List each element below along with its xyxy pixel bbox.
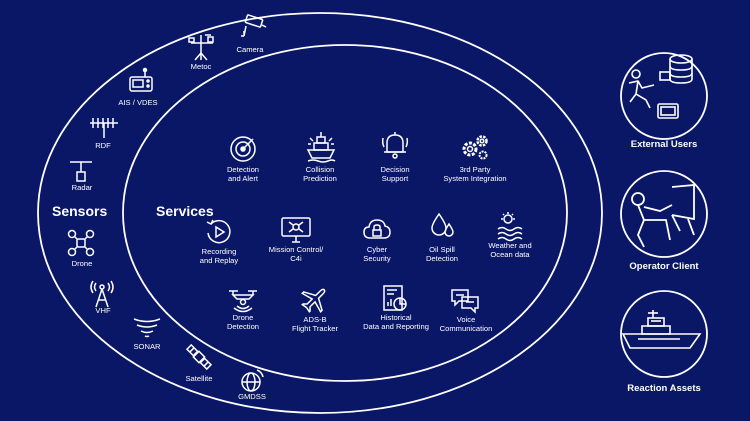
sensor-label-radar: Radar [71,183,93,192]
service-label-detection: Detection and Alert [226,165,260,183]
detection-target-icon [229,135,257,168]
radar-icon [68,160,94,189]
metoc-icon [187,33,217,66]
reaction-assets-circle [620,290,708,378]
sensor-label-camera: Camera [236,45,264,54]
cloud-lock-icon [363,218,391,247]
gmdss-globe-icon [240,369,264,398]
service-label-collision: Collision Prediction [303,165,337,183]
sensor-label-ais-vdes: AIS / VDES [118,98,158,107]
service-label-decision: Decision Support [380,165,410,183]
sensors-ellipse [37,12,603,414]
rdf-antenna-icon [89,117,119,144]
sensor-label-satellite: Satellite [185,374,213,383]
chat-bubbles-icon [450,287,480,318]
client-label-operator-client: Operator Client [629,261,699,272]
ship-collision-icon [305,130,337,167]
services-title: Services [156,203,214,219]
operator-client-icon [628,175,700,255]
client-label-reaction-assets: Reaction Assets [627,383,701,394]
oil-drop-icon [430,212,456,245]
service-label-integration: 3rd Party System Integration [443,165,507,183]
service-label-adsb: ADS-B Flight Tracker [292,315,338,333]
weather-waves-icon [496,212,524,245]
sensor-label-metoc: Metoc [190,62,212,71]
sonar-icon [132,315,162,344]
drone-detection-icon [228,287,258,318]
drone-icon [67,229,95,262]
external-users-circle [620,52,708,140]
external-users-icon [624,52,704,137]
reaction-vessel-icon [620,308,708,363]
satellite-icon [184,342,214,377]
gears-icon [460,133,490,166]
service-label-drone-detection: Drone Detection [226,313,260,331]
service-label-cyber: Cyber Security [363,245,391,263]
alarm-bell-icon [381,130,409,165]
airplane-icon [300,284,330,319]
service-label-historical: Historical Data and Reporting [363,313,429,331]
service-label-weather: Weather and Ocean data [488,241,532,259]
ais-transponder-icon [128,67,154,98]
sensor-label-sonar: SONAR [133,342,161,351]
service-label-voice: Voice Communication [439,315,493,333]
sensor-label-drone: Drone [71,259,93,268]
sensors-title: Sensors [52,203,108,219]
mission-control-icon [281,216,311,249]
service-label-mission-control: Mission Control/ C4i [268,245,324,263]
client-label-external-users: External Users [630,139,698,150]
sensor-label-rdf: RDF [95,141,111,150]
operator-client-circle [620,170,708,258]
services-ellipse [122,44,568,382]
sensor-label-vhf: VHF [95,306,111,315]
service-label-recording: Recording and Replay [199,247,239,265]
camera-icon [240,14,268,43]
report-icon [382,284,410,319]
sensor-label-gmdss: GMDSS [238,392,266,401]
vhf-radio-icon [88,280,116,314]
service-label-oil-spill: Oil Spill Detection [425,245,459,263]
replay-icon [205,218,233,251]
